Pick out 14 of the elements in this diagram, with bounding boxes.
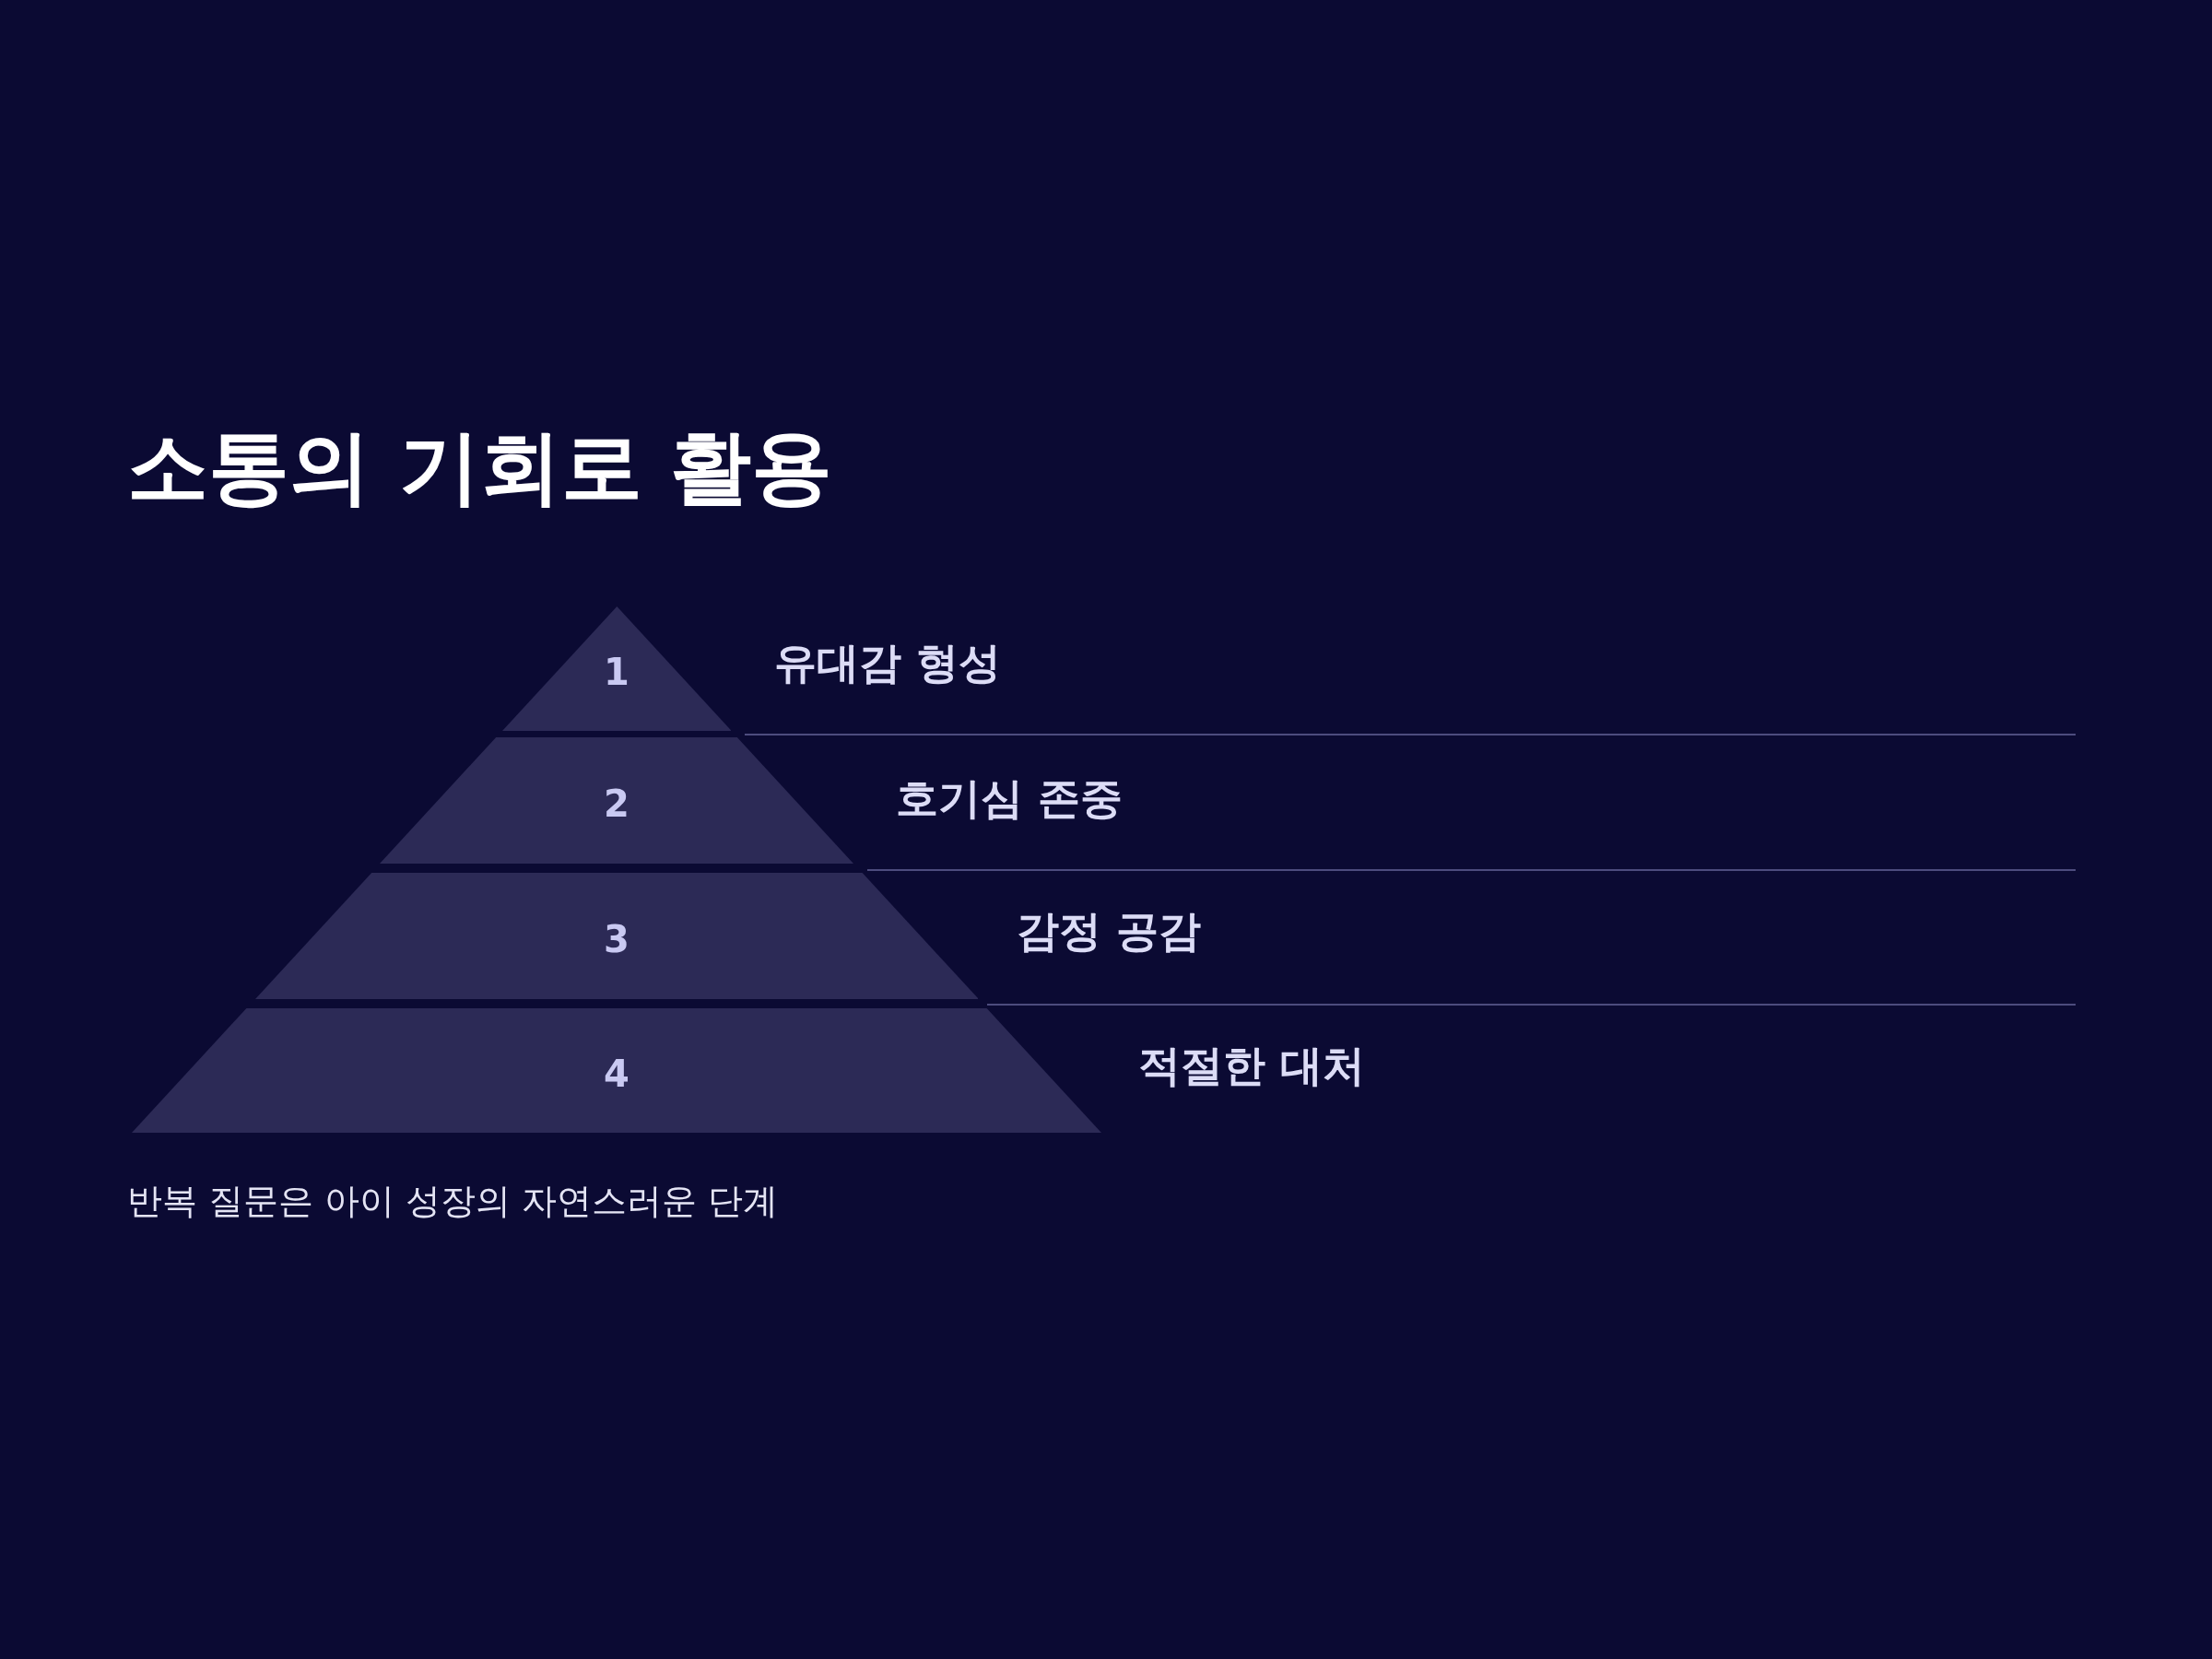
pyramid-tier bbox=[501, 606, 732, 731]
pyramid-tier bbox=[254, 873, 979, 999]
tier-number: 1 bbox=[603, 651, 630, 694]
title: 소통의 기회로 활용 bbox=[127, 418, 833, 516]
tier-label: 호기심 존중 bbox=[896, 772, 1123, 825]
tier-number: 3 bbox=[603, 918, 630, 961]
caption: 반복 질문은 아이 성장의 자연스러운 단계 bbox=[127, 1180, 779, 1223]
tier-number: 4 bbox=[603, 1053, 630, 1096]
pyramid-tier bbox=[380, 737, 853, 864]
tier-label: 감정 공감 bbox=[1017, 905, 1201, 958]
tier-label: 적절한 대처 bbox=[1138, 1040, 1365, 1092]
tier-label: 유대감 형성 bbox=[774, 637, 1001, 689]
tier-number: 2 bbox=[603, 782, 630, 826]
pyramid-tier bbox=[132, 1008, 1101, 1133]
